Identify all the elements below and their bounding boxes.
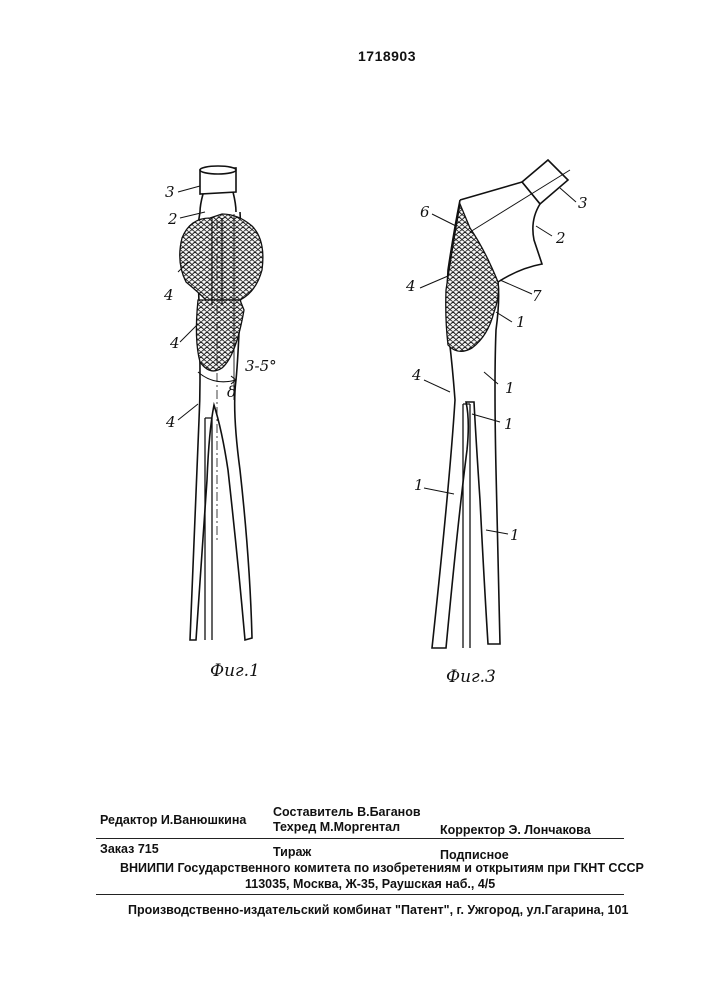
fig3-label-1-b: 1: [505, 379, 515, 397]
fig1-label-2: 2: [168, 210, 178, 228]
fig1-angle-label: 3-5°: [245, 357, 277, 375]
fig1-label-3: 3: [165, 183, 175, 201]
fig3-label-1-a: 1: [516, 313, 526, 331]
compiler-credit: Составитель В.Баганов: [273, 805, 421, 819]
figure-1-drawing: [178, 166, 263, 640]
fig3-label-4-lower: 4: [412, 366, 422, 384]
fig1-label-4-middle: 4: [170, 334, 180, 352]
editor-credit: Редактор И.Ванюшкина: [100, 813, 246, 827]
order-number: Заказ 715: [100, 842, 159, 856]
subscription: Подписное: [440, 848, 509, 862]
fig3-label-1-d: 1: [414, 476, 424, 494]
printer-line: Производственно-издательский комбинат "П…: [128, 903, 628, 917]
divider-line: [96, 838, 624, 839]
corrector-credit: Корректор Э. Лончакова: [440, 823, 591, 837]
fig3-label-2: 2: [556, 229, 566, 247]
techred-credit: Техред М.Моргентал: [273, 820, 400, 834]
circulation: Тираж: [273, 845, 311, 859]
fig1-caption: Фиг.1: [210, 661, 260, 681]
fig3-label-7: 7: [532, 287, 542, 305]
fig3-label-4-upper: 4: [406, 277, 416, 295]
address-line: 113035, Москва, Ж-35, Раушская наб., 4/5: [245, 877, 495, 891]
fig1-delta-label: δ: [227, 383, 236, 401]
fig1-label-4-upper: 4: [164, 286, 174, 304]
figure-3-drawing: [420, 160, 576, 648]
fig3-label-1-c: 1: [504, 415, 514, 433]
divider-line-2: [96, 894, 624, 895]
fig3-label-6: 6: [420, 203, 430, 221]
fig1-label-4-lower: 4: [166, 413, 176, 431]
fig3-caption: Фиг.3: [446, 667, 496, 687]
fig3-label-3: 3: [578, 194, 588, 212]
institute-line: ВНИИПИ Государственного комитета по изоб…: [120, 861, 644, 875]
fig3-label-1-e: 1: [510, 526, 520, 544]
